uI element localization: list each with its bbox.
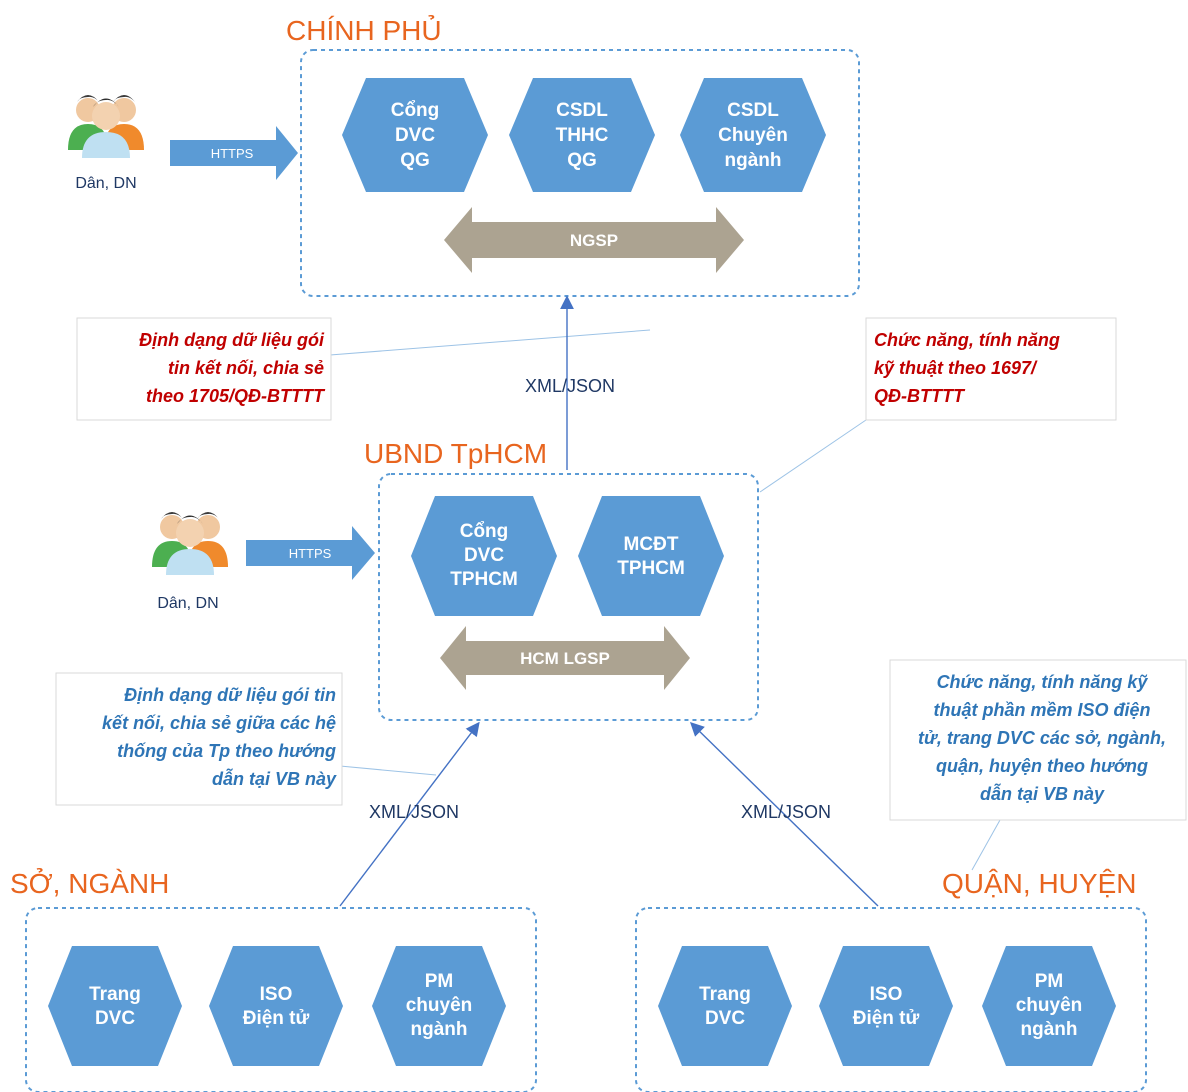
connector-songanh-ubnd xyxy=(339,721,480,907)
conn-label-right: XML/JSON xyxy=(741,802,831,822)
title-quan-huyen: QUẬN, HUYỆN xyxy=(942,868,1136,899)
user-group-icon xyxy=(68,95,144,158)
conn-label-top: XML/JSON xyxy=(525,376,615,396)
https-arrow-top: HTTPS xyxy=(170,126,298,180)
chinh-phu-box xyxy=(300,49,860,297)
ubnd-box xyxy=(378,473,759,721)
title-so-nganh: SỞ, NGÀNH xyxy=(10,867,169,899)
https-arrow-mid: HTTPS xyxy=(246,526,375,580)
hcm-lgsp-bus: HCM LGSP xyxy=(440,626,690,690)
svg-text:NGSP: NGSP xyxy=(570,231,618,250)
connector-quanhuyen-ubnd xyxy=(689,722,879,907)
conn-label-left: XML/JSON xyxy=(369,802,459,822)
svg-text:HTTPS: HTTPS xyxy=(289,546,332,561)
user-group-icon xyxy=(152,512,228,575)
svg-text:HTTPS: HTTPS xyxy=(211,146,254,161)
title-chinh-phu: CHÍNH PHỦ xyxy=(286,14,442,46)
ngsp-bus: NGSP xyxy=(444,207,744,273)
leader-line xyxy=(329,329,651,356)
leader-line xyxy=(971,819,1001,871)
user-label-mid: Dân, DN xyxy=(157,595,218,612)
leader-line xyxy=(759,419,867,493)
user-label-top: Dân, DN xyxy=(75,175,136,192)
svg-text:HCM LGSP: HCM LGSP xyxy=(520,649,610,668)
title-ubnd: UBND TpHCM xyxy=(364,438,547,469)
leader-line xyxy=(339,765,437,776)
so-nganh-box xyxy=(25,907,537,1092)
quan-huyen-box xyxy=(635,907,1147,1092)
